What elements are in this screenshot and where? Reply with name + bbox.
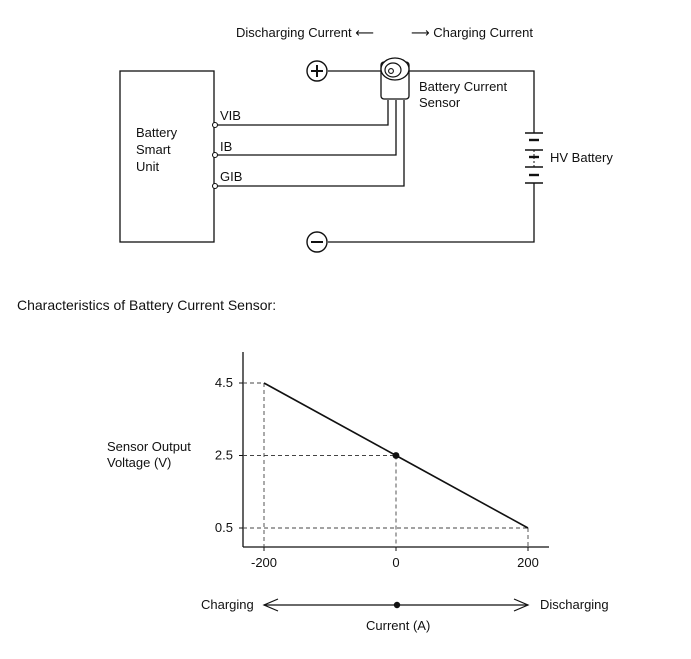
- smart-unit-label-line2: Smart: [136, 142, 171, 157]
- x-axis-label: Current (A): [366, 618, 430, 633]
- positive-terminal-icon: [306, 60, 328, 82]
- x-tick-label: 0: [392, 555, 399, 570]
- negative-bus-wire: [328, 183, 535, 243]
- discharging-arrow-label: Discharging: [540, 597, 609, 612]
- negative-terminal-icon: [306, 231, 328, 253]
- current-zero-dot: [393, 601, 401, 609]
- hv-battery-label: HV Battery: [550, 150, 613, 165]
- hv-battery-icon: [525, 132, 543, 184]
- gib-wire: [218, 100, 405, 187]
- y-axis-label-line1: Sensor Output: [107, 439, 191, 454]
- chart: Sensor Output Voltage (V) 4.5 2.5 0.5 -200 0…: [107, 352, 549, 570]
- right-arrowhead-icon: [513, 598, 530, 612]
- x-tick-label: -200: [251, 555, 277, 570]
- left-arrowhead-icon: [262, 598, 279, 612]
- ib-wire: [218, 100, 397, 156]
- smart-unit-label-line1: Battery: [136, 125, 178, 140]
- gib-label: GIB: [220, 169, 242, 184]
- y-tick-label: 2.5: [215, 448, 233, 463]
- data-point-marker: [392, 452, 400, 459]
- y-tick-label: 4.5: [215, 375, 233, 390]
- sensor-label-line1: Battery Current: [419, 79, 508, 94]
- vib-label: VIB: [220, 108, 241, 123]
- y-tick-label: 0.5: [215, 520, 233, 535]
- sensor-label-line2: Sensor: [419, 95, 461, 110]
- charging-current-label: ⟶ Charging Current: [411, 25, 533, 40]
- vib-wire: [218, 100, 389, 126]
- ib-label: IB: [220, 139, 232, 154]
- vib-terminal: [211, 121, 219, 129]
- gib-terminal: [211, 182, 219, 190]
- positive-bus-wire-right: [409, 70, 535, 133]
- section-title: Characteristics of Battery Current Senso…: [17, 297, 276, 313]
- smart-unit-label-line3: Unit: [136, 159, 160, 174]
- chart-marks: 4.5 2.5 0.5 -200 0 200: [215, 375, 539, 570]
- charging-arrow-label: Charging: [201, 597, 254, 612]
- ib-terminal: [211, 151, 219, 159]
- y-axis-label-line2: Voltage (V): [107, 455, 171, 470]
- battery-current-sensor-icon: [380, 57, 410, 100]
- discharging-current-label: Discharging Current ⟵: [236, 25, 374, 40]
- x-tick-label: 200: [517, 555, 539, 570]
